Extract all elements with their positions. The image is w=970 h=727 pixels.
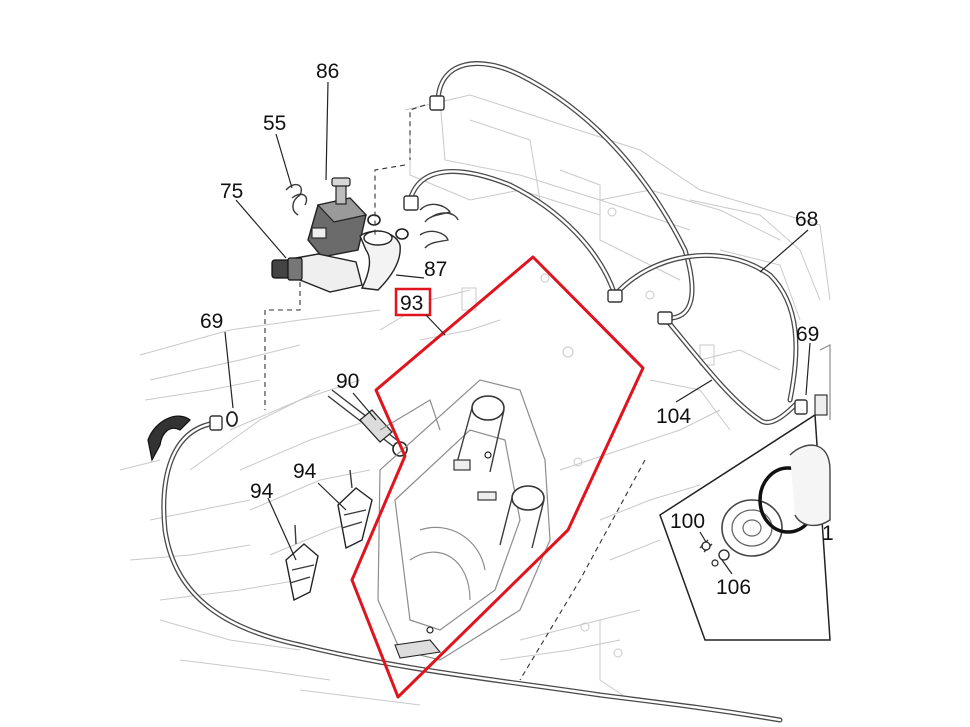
part-label-55: 55 xyxy=(263,112,286,135)
clip-94-lower xyxy=(285,524,319,602)
hose-104-lower xyxy=(662,315,798,425)
highlight-label-93: 93 xyxy=(400,292,423,315)
rod-90 xyxy=(327,389,408,457)
part-label-90: 90 xyxy=(336,370,359,393)
part-label-69-right: 69 xyxy=(796,323,819,346)
bracket-assembly xyxy=(377,379,551,661)
clip-55 xyxy=(285,183,308,216)
hose-connectors xyxy=(209,95,808,431)
part-label-94-lower: 94 xyxy=(250,480,274,503)
part-label-75: 75 xyxy=(220,180,243,203)
part-labels: 86 55 75 87 69 69 68 90 94 94 104 100 10… xyxy=(200,60,834,599)
part-label-94-upper: 94 xyxy=(293,460,317,483)
assembly-lines xyxy=(264,104,646,681)
hose-left-loop xyxy=(161,420,783,723)
part-label-68: 68 xyxy=(795,208,818,231)
leader-lines xyxy=(224,81,811,575)
part-label-106: 106 xyxy=(716,576,751,599)
background-housing xyxy=(119,94,831,706)
part-label-100: 100 xyxy=(670,510,705,533)
inset-detail xyxy=(659,344,831,641)
hose-top-left xyxy=(435,61,695,321)
solenoid-valve xyxy=(271,177,409,293)
hook-part xyxy=(147,415,191,462)
highlight-93 xyxy=(350,255,645,699)
part-label-86: 86 xyxy=(316,60,339,83)
spring-clips xyxy=(419,203,459,249)
part-label-1-cut: 1 xyxy=(822,522,834,545)
hose-top-inner xyxy=(407,169,618,298)
part-label-87: 87 xyxy=(424,258,447,281)
part-label-69-left: 69 xyxy=(200,310,223,333)
clip-94-upper xyxy=(337,469,373,550)
hose-104 xyxy=(612,252,799,403)
part-label-104: 104 xyxy=(656,405,691,428)
